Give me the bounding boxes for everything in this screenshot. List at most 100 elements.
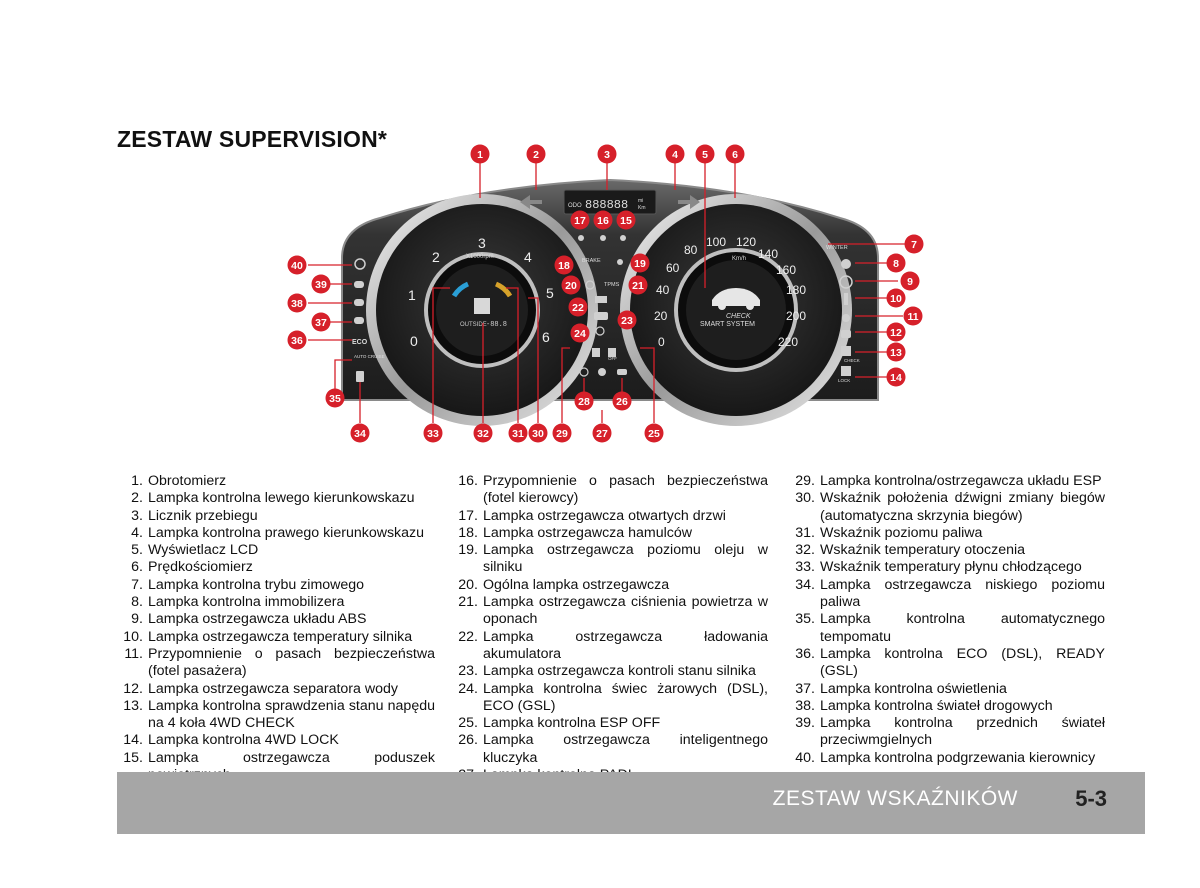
tachometer bbox=[366, 194, 598, 426]
check-line2: SMART SYSTEM bbox=[700, 321, 755, 328]
eco-label: ECO bbox=[352, 339, 368, 346]
callout-circle bbox=[593, 210, 613, 230]
right-turn-arrow-icon bbox=[678, 195, 700, 209]
instrument-cluster-diagram: 0 1 2 3 4 5 6 X1000rpm OUTSIDE -88.8 0 2… bbox=[287, 144, 924, 443]
legend-item-text: Lampka kontrolna świec żarowych (DSL), E… bbox=[483, 680, 768, 714]
callout-number: 40 bbox=[291, 260, 303, 272]
callout-number: 32 bbox=[477, 428, 489, 440]
callout-circle bbox=[423, 423, 443, 443]
legend-item: 25.Lampka kontrolna ESP OFF bbox=[450, 715, 768, 732]
callout-circle bbox=[287, 330, 307, 350]
legend-item: 14. Lampka kontrolna 4WD LOCK bbox=[115, 732, 435, 749]
seatbelt-driver-icon bbox=[600, 235, 606, 241]
legend-item-number: 35. bbox=[795, 611, 815, 628]
callout-marker: 22 bbox=[568, 297, 588, 317]
legend-item: 33.Wskaźnik temperatury płynu chłodząceg… bbox=[787, 559, 1105, 576]
callout-marker: 19 bbox=[630, 253, 650, 273]
legend-item: 9. Lampka ostrzegawcza układu ABS bbox=[115, 611, 435, 628]
legend-item-text: Lampka ostrzegawcza separatora wody bbox=[148, 680, 398, 697]
callout-circle bbox=[886, 322, 906, 342]
legend-item: 22.Lampka ostrzegawcza ładowania akumula… bbox=[450, 629, 768, 664]
callout-number: 36 bbox=[291, 335, 303, 347]
callout-circle bbox=[570, 323, 590, 343]
legend-item-text: Lampka kontrolna immobilizera bbox=[148, 594, 345, 611]
fuel-icon bbox=[356, 371, 364, 382]
callout-marker: 4 bbox=[665, 144, 685, 164]
callout-number: 12 bbox=[890, 327, 902, 339]
callout-marker: 30 bbox=[528, 423, 548, 443]
callout-circle bbox=[570, 210, 590, 230]
callout-marker: 15 bbox=[616, 210, 636, 230]
legend-item-number: 9. bbox=[131, 611, 143, 628]
callout-circle bbox=[725, 144, 745, 164]
seatbelt-passenger-icon bbox=[842, 314, 850, 322]
callout-marker: 13 bbox=[886, 342, 906, 362]
callout-number: 3 bbox=[604, 149, 610, 161]
tach-num-0: 0 bbox=[410, 333, 418, 349]
callout-marker: 28 bbox=[574, 391, 594, 411]
callout-marker: 9 bbox=[900, 271, 920, 291]
speedometer bbox=[620, 194, 852, 426]
fog-light-icon bbox=[354, 281, 364, 288]
legend-item: 3.Licznik przebiegu bbox=[115, 508, 435, 525]
check-small-label: CHECK bbox=[844, 358, 860, 363]
legend-item-text: Lampka kontrolna ECO (DSL), READY (GSL) bbox=[820, 645, 1105, 680]
callout-number: 13 bbox=[890, 347, 902, 359]
legend-item-text: Lampka kontrolna przednich świateł przec… bbox=[820, 715, 1105, 749]
callout-marker: 24 bbox=[570, 323, 590, 343]
legend-item: 35.Lampka kontrolna automatycznego tempo… bbox=[787, 611, 1105, 646]
legend-item: 17.Lampka ostrzegawcza otwartych drzwi bbox=[450, 508, 768, 525]
callout-marker: 25 bbox=[644, 423, 664, 443]
left-turn-arrow-icon bbox=[520, 195, 542, 209]
4wd-check-icon bbox=[841, 346, 851, 356]
abs-icon bbox=[839, 275, 853, 289]
legend-item-text: Lampka ostrzegawcza układu ABS bbox=[148, 611, 367, 628]
legend-item-number: 19. bbox=[458, 542, 478, 559]
callout-circle bbox=[630, 253, 650, 273]
warning-icon bbox=[585, 280, 595, 290]
light-icon bbox=[354, 317, 364, 324]
legend-item-text: Lampka ostrzegawcza ciśnienia powietrza … bbox=[483, 594, 768, 628]
tach-num-2: 2 bbox=[432, 249, 440, 265]
callout-number: 34 bbox=[354, 428, 366, 440]
callout-marker: 32 bbox=[473, 423, 493, 443]
legend-item-number: 4. bbox=[131, 524, 143, 541]
callout-circle bbox=[311, 312, 331, 332]
legend-item-text: Lampka ostrzegawcza poziomu oleju w siln… bbox=[483, 542, 768, 576]
esp-warning-icon bbox=[598, 368, 606, 376]
callout-number: 16 bbox=[597, 215, 609, 227]
water-separator-icon bbox=[841, 330, 851, 338]
legend-item-text: Lampka ostrzegawcza niskiego poziomu pal… bbox=[820, 576, 1105, 611]
legend-item-text: Lampka ostrzegawcza inteligentnego klucz… bbox=[483, 732, 768, 766]
leader-lines bbox=[308, 160, 905, 423]
legend-item-number: 14. bbox=[123, 732, 143, 749]
callout-marker: 21 bbox=[628, 275, 648, 295]
legend-item-number: 3. bbox=[131, 507, 143, 524]
callout-number: 8 bbox=[893, 258, 899, 270]
off-label: OFF bbox=[608, 356, 617, 361]
callout-number: 28 bbox=[578, 396, 590, 408]
legend-item-number: 10. bbox=[123, 628, 143, 645]
legend-item-number: 39. bbox=[795, 715, 815, 732]
legend-item-text: Lampka kontrolna 4WD LOCK bbox=[148, 732, 339, 749]
callout-marker: 34 bbox=[350, 423, 370, 443]
legend-item: 18.Lampka ostrzegawcza hamulców bbox=[450, 525, 768, 542]
legend-item-text: Lampka kontrolna trybu zimowego bbox=[148, 576, 365, 593]
airbag-icon bbox=[620, 235, 626, 241]
footer-bar: ZESTAW WSKAŹNIKÓW 5-3 bbox=[117, 772, 1145, 834]
callout-circle bbox=[695, 144, 715, 164]
legend-column-2: 16.Przypomnienie o pasach bezpieczeństwa… bbox=[450, 473, 768, 802]
tach-unit: X1000rpm bbox=[466, 254, 494, 260]
callout-number: 23 bbox=[621, 315, 633, 327]
legend-item-text: Lampka kontrolna sprawdzenia stanu napęd… bbox=[148, 697, 435, 732]
engine-check-icon bbox=[594, 312, 608, 320]
callout-number: 39 bbox=[315, 279, 327, 291]
callout-number: 24 bbox=[574, 328, 586, 340]
callout-circle bbox=[886, 367, 906, 387]
legend-item: 21.Lampka ostrzegawcza ciśnienia powietr… bbox=[450, 594, 768, 629]
legend-item-text: Lampka ostrzegawcza hamulców bbox=[483, 524, 692, 541]
outside-value: -88.8 bbox=[486, 321, 507, 329]
legend-item-number: 26. bbox=[458, 732, 478, 749]
steering-heat-icon bbox=[354, 258, 366, 270]
callout-marker: 2 bbox=[526, 144, 546, 164]
